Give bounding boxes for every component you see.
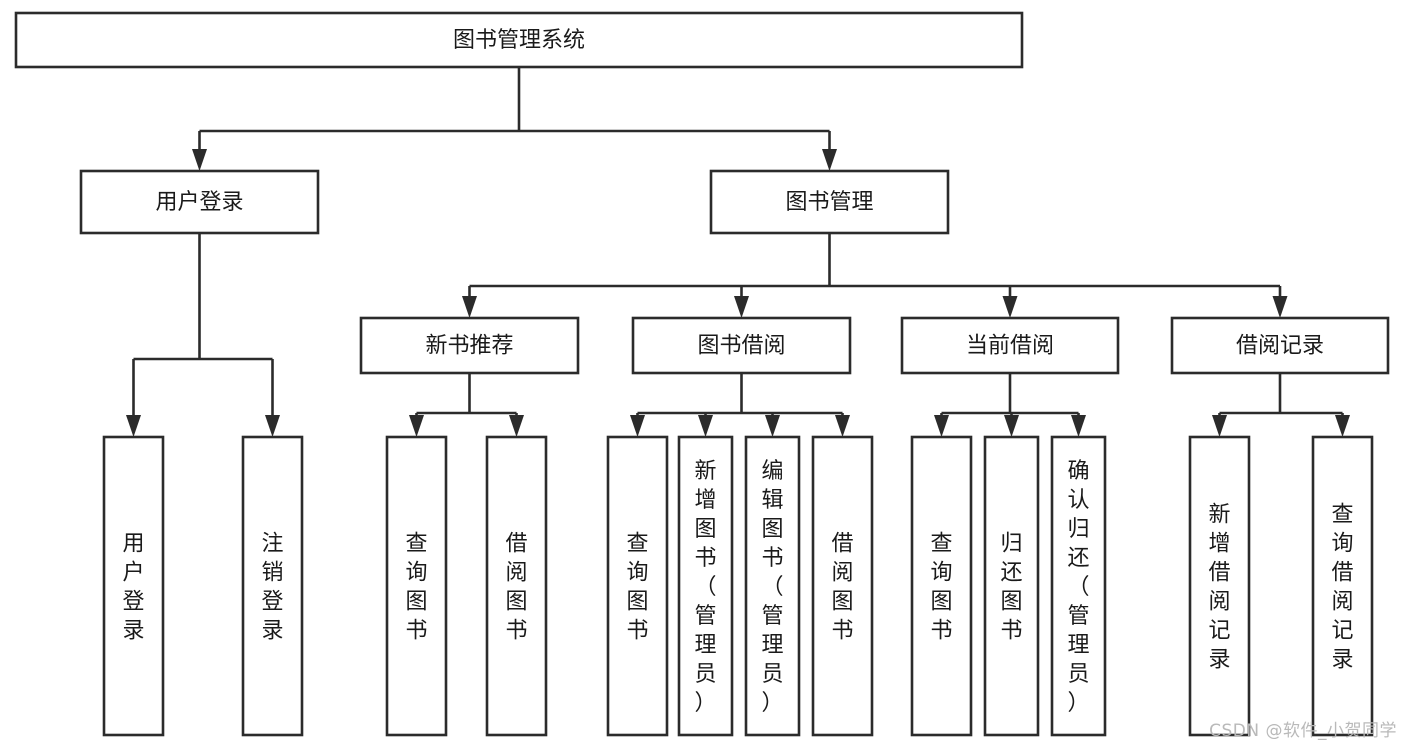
node-leaf-user-login[interactable]: 用户登录	[102, 435, 165, 737]
node-label: 查询借阅记录	[1331, 503, 1353, 673]
node-leaf-record-add[interactable]: 新增借阅记录	[1188, 435, 1251, 737]
node-box	[709, 169, 950, 235]
node-box	[1170, 316, 1390, 375]
node-box	[385, 435, 448, 737]
arrow-head	[409, 415, 424, 437]
arrow-head	[192, 149, 207, 171]
node-leaf-current-query[interactable]: 查询图书	[910, 435, 973, 737]
node-box	[1188, 435, 1251, 737]
connector-layer	[126, 67, 1350, 437]
node-box	[606, 435, 669, 737]
node-box	[900, 316, 1120, 375]
node-newbook[interactable]: 新书推荐	[359, 316, 580, 375]
node-label: 图书管理系统	[453, 28, 585, 53]
arrow-head	[734, 296, 749, 318]
node-box	[983, 435, 1040, 737]
node-label: 查询图书	[626, 532, 648, 644]
arrow-head	[265, 415, 280, 437]
node-label: 归还图书	[1000, 532, 1022, 644]
arrow-head	[126, 415, 141, 437]
node-label: 新书推荐	[425, 334, 513, 359]
node-label: 借阅图书	[831, 532, 853, 644]
node-leaf-current-confirm[interactable]: 确认归还（管理员）	[1050, 435, 1107, 737]
node-record[interactable]: 借阅记录	[1170, 316, 1390, 375]
node-leaf-borrow-add[interactable]: 新增图书（管理员）	[677, 435, 734, 737]
arrow-head	[1004, 415, 1019, 437]
csdn-watermark: CSDN @软件_小贺同学	[1209, 721, 1397, 741]
node-leaf-borrow-edit[interactable]: 编辑图书（管理员）	[744, 435, 801, 737]
node-label: 当前借阅	[966, 334, 1054, 359]
node-label: 新增图书（管理员）	[694, 459, 716, 716]
arrow-head	[630, 415, 645, 437]
node-label: 借阅图书	[505, 532, 527, 644]
arrow-head	[509, 415, 524, 437]
node-label: 新增借阅记录	[1208, 503, 1230, 673]
node-box	[811, 435, 874, 737]
node-root[interactable]: 图书管理系统	[14, 11, 1024, 69]
node-leaf-borrow-query[interactable]: 查询图书	[606, 435, 669, 737]
arrow-head	[1272, 296, 1288, 318]
node-box	[1050, 435, 1107, 737]
node-box	[1311, 435, 1374, 737]
node-bookmgmt[interactable]: 图书管理	[709, 169, 950, 235]
arrow-head	[822, 149, 837, 171]
node-label: 编辑图书（管理员）	[761, 459, 783, 716]
node-leaf-current-return[interactable]: 归还图书	[983, 435, 1040, 737]
node-box	[79, 169, 320, 235]
node-box	[631, 316, 852, 375]
node-label: 查询图书	[930, 532, 952, 644]
node-label: 查询图书	[405, 532, 427, 644]
node-leaf-newbook-query[interactable]: 查询图书	[385, 435, 448, 737]
node-label: 确认归还（管理员）	[1067, 459, 1089, 716]
arrow-head	[934, 415, 949, 437]
node-label: 用户登录	[155, 190, 243, 215]
arrow-head	[1071, 415, 1086, 437]
arrow-head	[835, 415, 850, 437]
node-leaf-newbook-borrow[interactable]: 借阅图书	[485, 435, 548, 737]
node-login[interactable]: 用户登录	[79, 169, 320, 235]
node-borrow[interactable]: 图书借阅	[631, 316, 852, 375]
node-layer: 图书管理系统用户登录图书管理新书推荐图书借阅当前借阅借阅记录用户登录注销登录查询…	[14, 11, 1390, 737]
node-label: 借阅记录	[1236, 334, 1324, 359]
node-label: 注销登录	[261, 532, 283, 644]
node-box	[910, 435, 973, 737]
arrow-head	[462, 296, 477, 318]
node-box	[14, 11, 1024, 69]
node-leaf-record-query[interactable]: 查询借阅记录	[1311, 435, 1374, 737]
node-box	[359, 316, 580, 375]
arrow-head	[698, 415, 713, 437]
node-leaf-user-logout[interactable]: 注销登录	[241, 435, 304, 737]
node-label: 用户登录	[122, 532, 144, 644]
arrow-head	[1335, 415, 1350, 437]
node-leaf-borrow-lend[interactable]: 借阅图书	[811, 435, 874, 737]
node-box	[102, 435, 165, 737]
arrow-head	[1002, 296, 1018, 318]
node-current[interactable]: 当前借阅	[900, 316, 1120, 375]
arrow-head	[1212, 415, 1227, 437]
node-box	[677, 435, 734, 737]
node-label: 图书借阅	[697, 334, 785, 359]
node-box	[744, 435, 801, 737]
node-box	[241, 435, 304, 737]
arrow-head	[765, 415, 780, 437]
node-label: 图书管理	[785, 190, 873, 215]
node-box	[485, 435, 548, 737]
